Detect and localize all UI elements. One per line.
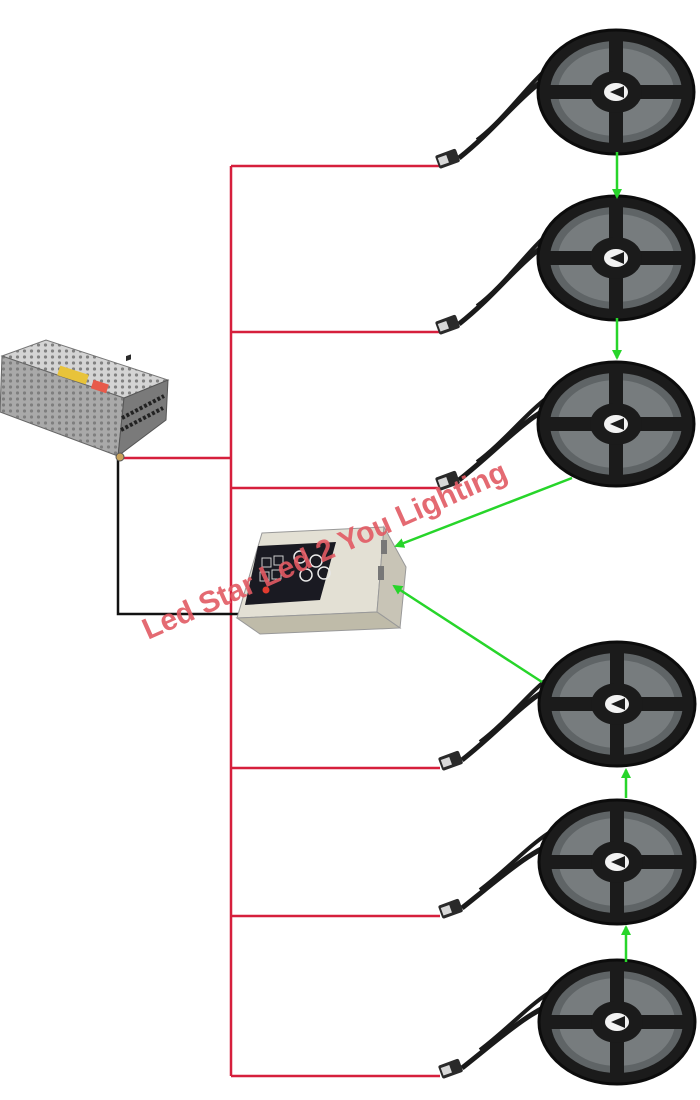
ground-wire [116, 455, 240, 616]
led-strip-reels [435, 28, 697, 1086]
dc-connector-icon [438, 750, 463, 771]
led-strip-reel-icon [460, 958, 697, 1086]
data-signal-arrows [392, 152, 631, 962]
power-wiring [120, 164, 440, 1078]
led-strip-reel-icon [460, 640, 697, 768]
power-supply-icon [0, 339, 170, 462]
dc-connector-icon [435, 314, 460, 335]
led-strip-reel-icon [457, 360, 696, 488]
data-arrow-reel4-to-controller [392, 584, 543, 684]
dc-connector-icon [435, 470, 460, 491]
dc-connector-icon [435, 148, 460, 169]
led-strip-reel-icon [457, 194, 696, 326]
data-arrow-reel3-to-controller [394, 476, 573, 548]
dc-connector-icon [438, 898, 463, 919]
led-controller-icon [235, 525, 407, 635]
led-strip-reel-icon [457, 28, 696, 160]
led-strip-reel-icon [460, 798, 697, 926]
dc-connector-icon [438, 1058, 463, 1079]
